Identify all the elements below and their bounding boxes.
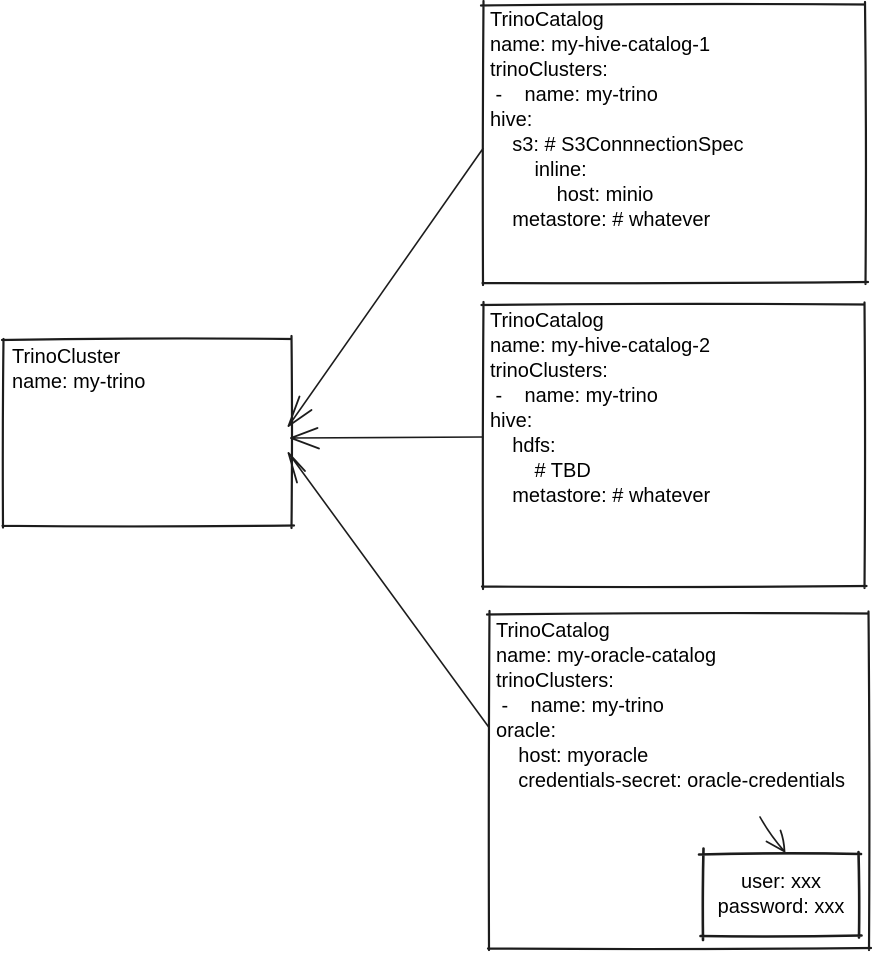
secret-box-outline <box>697 847 863 942</box>
text-line: hive: <box>490 109 533 131</box>
text-line: metastore: # whatever <box>490 485 711 507</box>
edges <box>287 147 786 853</box>
text-line: oracle: <box>496 720 557 742</box>
text-line: hdfs: <box>490 435 556 457</box>
text-line: TrinoCatalog <box>490 9 604 31</box>
edge-cluster-catalog2 <box>290 436 484 439</box>
text-line: host: minio <box>490 184 654 206</box>
node-trino-cluster: TrinoCluster name: my-trino <box>3 338 292 527</box>
text-line: inline: <box>490 159 587 181</box>
oracle-secret-arrowhead <box>765 829 786 853</box>
node-trino-catalog-hive-1: TrinoCatalog name: my-hive-catalog-1 trino… <box>483 3 866 283</box>
text-line: trinoClusters: <box>490 360 608 382</box>
edge-cluster-catalog3-arrowhead <box>287 452 306 484</box>
oracle-secret-arrow <box>759 816 786 853</box>
text-line: name: my-trino <box>12 371 146 393</box>
text-line: hive: <box>490 410 533 432</box>
text-line: name: my-hive-catalog-1 <box>490 34 711 56</box>
text-line: name: my-hive-catalog-2 <box>490 335 711 357</box>
text-line: - name: my-trino <box>496 695 664 717</box>
text-line: TrinoCatalog <box>496 620 610 642</box>
text-line: # TBD <box>490 460 591 482</box>
text-line: password: xxx <box>717 895 845 918</box>
edge-cluster-catalog2-arrowhead <box>290 427 320 450</box>
text-line: s3: # S3ConnnectionSpec <box>490 134 744 156</box>
edge-cluster-catalog3 <box>287 452 490 729</box>
cluster-box-outline <box>0 334 296 530</box>
text-line: TrinoCatalog <box>490 310 604 332</box>
text-line: TrinoCluster <box>12 346 121 368</box>
text-line: user: xxx <box>740 870 822 893</box>
text-line: - name: my-trino <box>490 84 658 106</box>
text-line: trinoClusters: <box>490 59 608 81</box>
node-trino-catalog-hive-2: TrinoCatalog name: my-hive-catalog-2 trino… <box>483 303 865 587</box>
text-line: name: my-oracle-catalog <box>496 645 717 667</box>
text-line: host: myoracle <box>496 745 649 767</box>
catalog2-box-outline <box>480 300 868 591</box>
node-trino-catalog-oracle: TrinoCatalog name: my-oracle-catalog trino… <box>489 613 869 949</box>
catalog1-box-outline <box>479 0 870 287</box>
text-line: - name: my-trino <box>490 385 658 407</box>
text-line: credentials-secret: oracle-credentials <box>496 770 846 792</box>
catalog3-box-outline <box>485 609 872 952</box>
text-line: metastore: # whatever <box>490 209 711 231</box>
edge-cluster-catalog1 <box>287 147 484 427</box>
edge-cluster-catalog1-arrowhead <box>287 395 313 427</box>
text-line: trinoClusters: <box>496 670 614 692</box>
